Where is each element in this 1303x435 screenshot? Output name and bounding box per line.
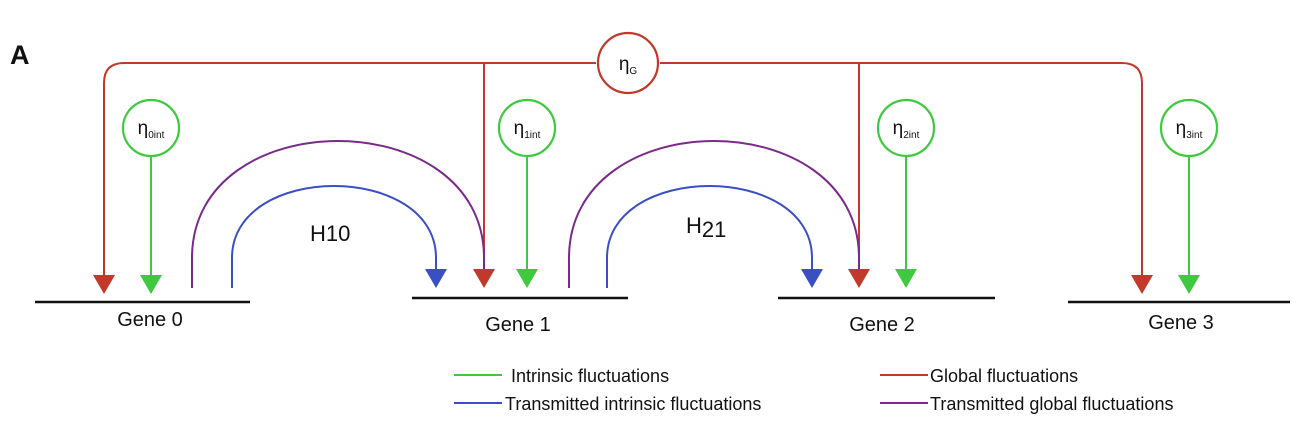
transmission-arcs (191, 140, 860, 288)
intrinsic-arrow-gene2 (895, 269, 917, 288)
intrinsic-node-1: η1int (497, 98, 557, 277)
global-fluctuation-tree (103, 62, 1143, 277)
gene-2: Gene 2 (778, 296, 995, 336)
intrinsic-arrow-gene3 (1178, 275, 1200, 294)
global-node-subscript: G (629, 66, 637, 77)
legend-label-transmitted-intrinsic: Transmitted intrinsic fluctuations (505, 394, 761, 414)
intrinsic-node-subscript-2: 2int (903, 130, 919, 141)
intrinsic-node-subscript-3: 3int (1186, 130, 1202, 141)
legend-label-global: Global fluctuations (930, 366, 1078, 386)
transfer-h10-main: H (310, 221, 326, 246)
global-arrow-gene0 (93, 275, 115, 294)
global-branch-gene3 (660, 62, 1143, 277)
global-arrow-gene1 (473, 269, 495, 288)
transmitted-intrinsic-arc-h21 (606, 185, 813, 288)
transfer-h10-subscript: 10 (326, 221, 350, 246)
intrinsic-node-label-3: η3int (1176, 118, 1203, 141)
intrinsic-node-2: η2int (876, 98, 936, 277)
intrinsic-node-label-2: η2int (893, 118, 920, 141)
intrinsic-node-circle-1 (497, 98, 557, 158)
legend-item-transmitted-intrinsic: Transmitted intrinsic fluctuations (454, 394, 761, 414)
intrinsic-arrow-gene1 (516, 269, 538, 288)
intrinsic-node-3: η3int (1159, 98, 1219, 277)
transmitted-intrinsic-arrow-gene2 (801, 269, 823, 288)
panel-label: A (10, 40, 30, 70)
transmitted-intrinsic-arrow-gene1 (425, 269, 447, 288)
gene-0: Gene 0 (35, 300, 250, 331)
intrinsic-node-symbol-0: η (138, 118, 149, 139)
global-noise-node: ηG (596, 31, 660, 95)
intrinsic-node-symbol-1: η (514, 118, 525, 139)
transmitted-intrinsic-arc-h10 (231, 185, 437, 288)
global-node-label: ηG (619, 54, 638, 77)
global-arrow-gene3 (1131, 275, 1153, 294)
gene-label-0: Gene 0 (117, 309, 183, 331)
transfer-label-h21: H21 (686, 213, 726, 242)
transmitted-global-arc-h10 (191, 140, 485, 288)
intrinsic-node-circle-3 (1159, 98, 1219, 158)
transfer-label-h10: H10 (310, 221, 350, 246)
gene-label-2: Gene 2 (849, 314, 915, 336)
global-arrow-gene2 (848, 269, 870, 288)
legend-item-intrinsic: Intrinsic fluctuations (454, 366, 669, 386)
gene-label-3: Gene 3 (1148, 312, 1214, 334)
legend-label-transmitted-global: Transmitted global fluctuations (930, 394, 1173, 414)
transmitted-global-arc-h21 (568, 140, 860, 288)
intrinsic-node-label-1: η1int (514, 118, 541, 141)
global-node-symbol: η (619, 54, 630, 75)
intrinsic-node-subscript-0: 0int (148, 130, 164, 141)
intrinsic-node-label-0: η0int (138, 118, 165, 141)
gene-label-1: Gene 1 (485, 314, 551, 336)
transfer-h21-main: H (686, 213, 702, 238)
transfer-h21-subscript: 21 (702, 217, 726, 242)
legend-label-intrinsic: Intrinsic fluctuations (511, 366, 669, 386)
intrinsic-arrow-gene0 (140, 275, 162, 294)
intrinsic-node-symbol-3: η (1176, 118, 1187, 139)
intrinsic-node-symbol-2: η (893, 118, 904, 139)
intrinsic-node-subscript-1: 1int (524, 130, 540, 141)
gene-3: Gene 3 (1068, 300, 1290, 334)
intrinsic-node-circle-0 (121, 98, 181, 158)
arrowheads (93, 269, 1200, 294)
global-branch-gene0 (103, 62, 596, 277)
global-node-circle (596, 31, 660, 95)
intrinsic-node-0: η0int (121, 98, 181, 277)
legend-item-transmitted-global: Transmitted global fluctuations (880, 394, 1173, 414)
intrinsic-node-circle-2 (876, 98, 936, 158)
legend-item-global: Global fluctuations (880, 366, 1078, 386)
legend: Intrinsic fluctuations Global fluctuatio… (454, 366, 1173, 414)
gene-1: Gene 1 (412, 296, 628, 336)
